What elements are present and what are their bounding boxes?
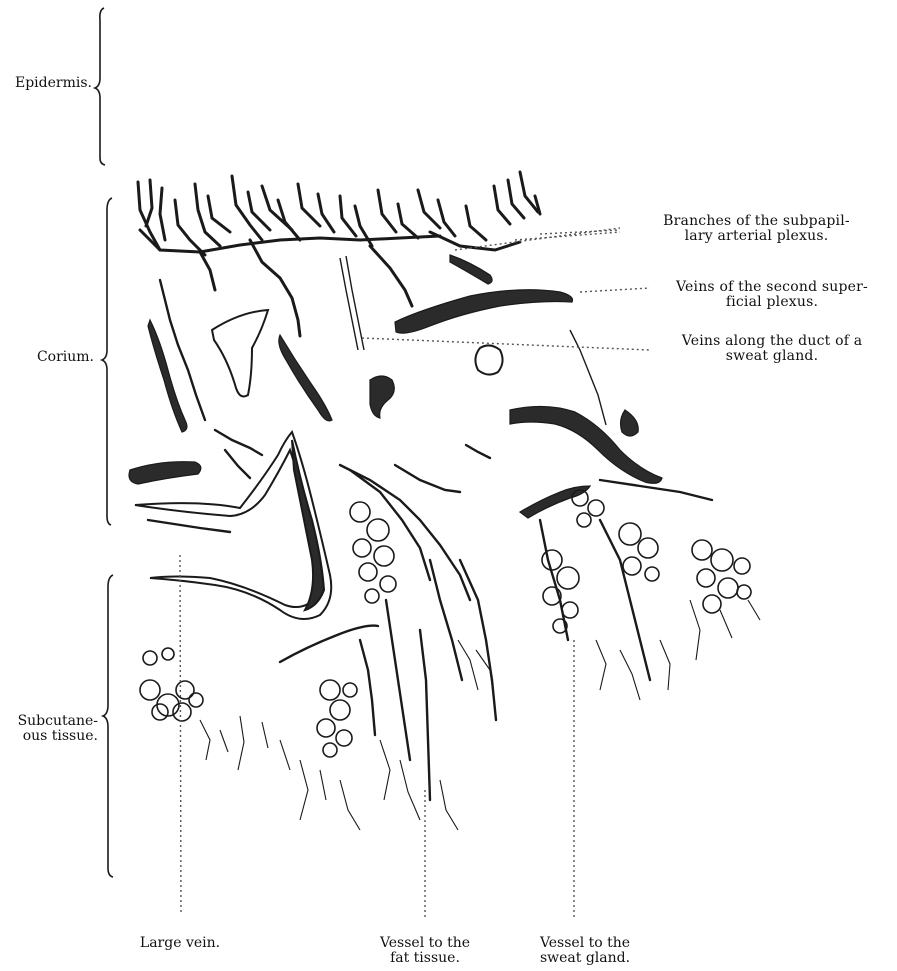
label-sweat-duct-line1: Veins along the duct of a [652, 334, 892, 349]
label-vessel-sweat-gland: Vessel to the sweat gland. [520, 936, 650, 966]
subcutaneous-bracket [103, 575, 113, 877]
coil-sweat-3 [619, 523, 659, 581]
layer-brackets [95, 8, 113, 877]
label-fat-vessel-line2: fat tissue. [360, 951, 490, 966]
label-sweat-vessel-line1: Vessel to the [520, 936, 650, 951]
leader-second-plexus [580, 288, 650, 292]
coil-fat-left [140, 648, 203, 721]
label-subcutaneous-line1: Subcutane- [0, 714, 98, 729]
subcutaneous-twigs [200, 600, 760, 830]
label-second-superficial-plexus: Veins of the second super- ficial plexus… [652, 280, 892, 310]
label-subpapillary-line1: Branches of the subpapil- [624, 214, 889, 229]
leader-large-vein [180, 555, 181, 915]
second-plexus-vein [395, 290, 573, 333]
subpapillary-branches [138, 172, 540, 336]
label-corium: Corium. [0, 350, 94, 365]
gland-coils [140, 490, 751, 757]
corium-bracket [102, 198, 112, 525]
coil-fat-mid [317, 680, 357, 757]
corium-hollow-vein [212, 310, 268, 396]
label-sweat-duct-veins: Veins along the duct of a sweat gland. [652, 334, 892, 364]
label-second-plexus-line2: ficial plexus. [652, 295, 892, 310]
label-fat-vessel-line1: Vessel to the [360, 936, 490, 951]
leader-sweat-duct [362, 338, 650, 350]
epidermis-bracket [95, 8, 105, 165]
label-second-plexus-line1: Veins of the second super- [652, 280, 892, 295]
leader-subpapillary [455, 228, 620, 250]
label-subcutaneous-line2: ous tissue. [0, 729, 98, 744]
label-subpapillary-line2: lary arterial plexus. [624, 229, 889, 244]
corium-veins [129, 255, 662, 518]
label-subpapillary-plexus: Branches of the subpapil- lary arterial … [624, 214, 889, 244]
label-sweat-duct-line2: sweat gland. [652, 349, 892, 364]
label-vessel-fat-tissue: Vessel to the fat tissue. [360, 936, 490, 966]
label-subcutaneous: Subcutane- ous tissue. [0, 714, 98, 744]
label-large-vein: Large vein. [130, 936, 230, 951]
coil-sweat-4 [692, 540, 751, 613]
label-epidermis: Epidermis. [0, 76, 92, 91]
coil-corium [350, 502, 396, 603]
label-sweat-vessel-line2: sweat gland. [520, 951, 650, 966]
